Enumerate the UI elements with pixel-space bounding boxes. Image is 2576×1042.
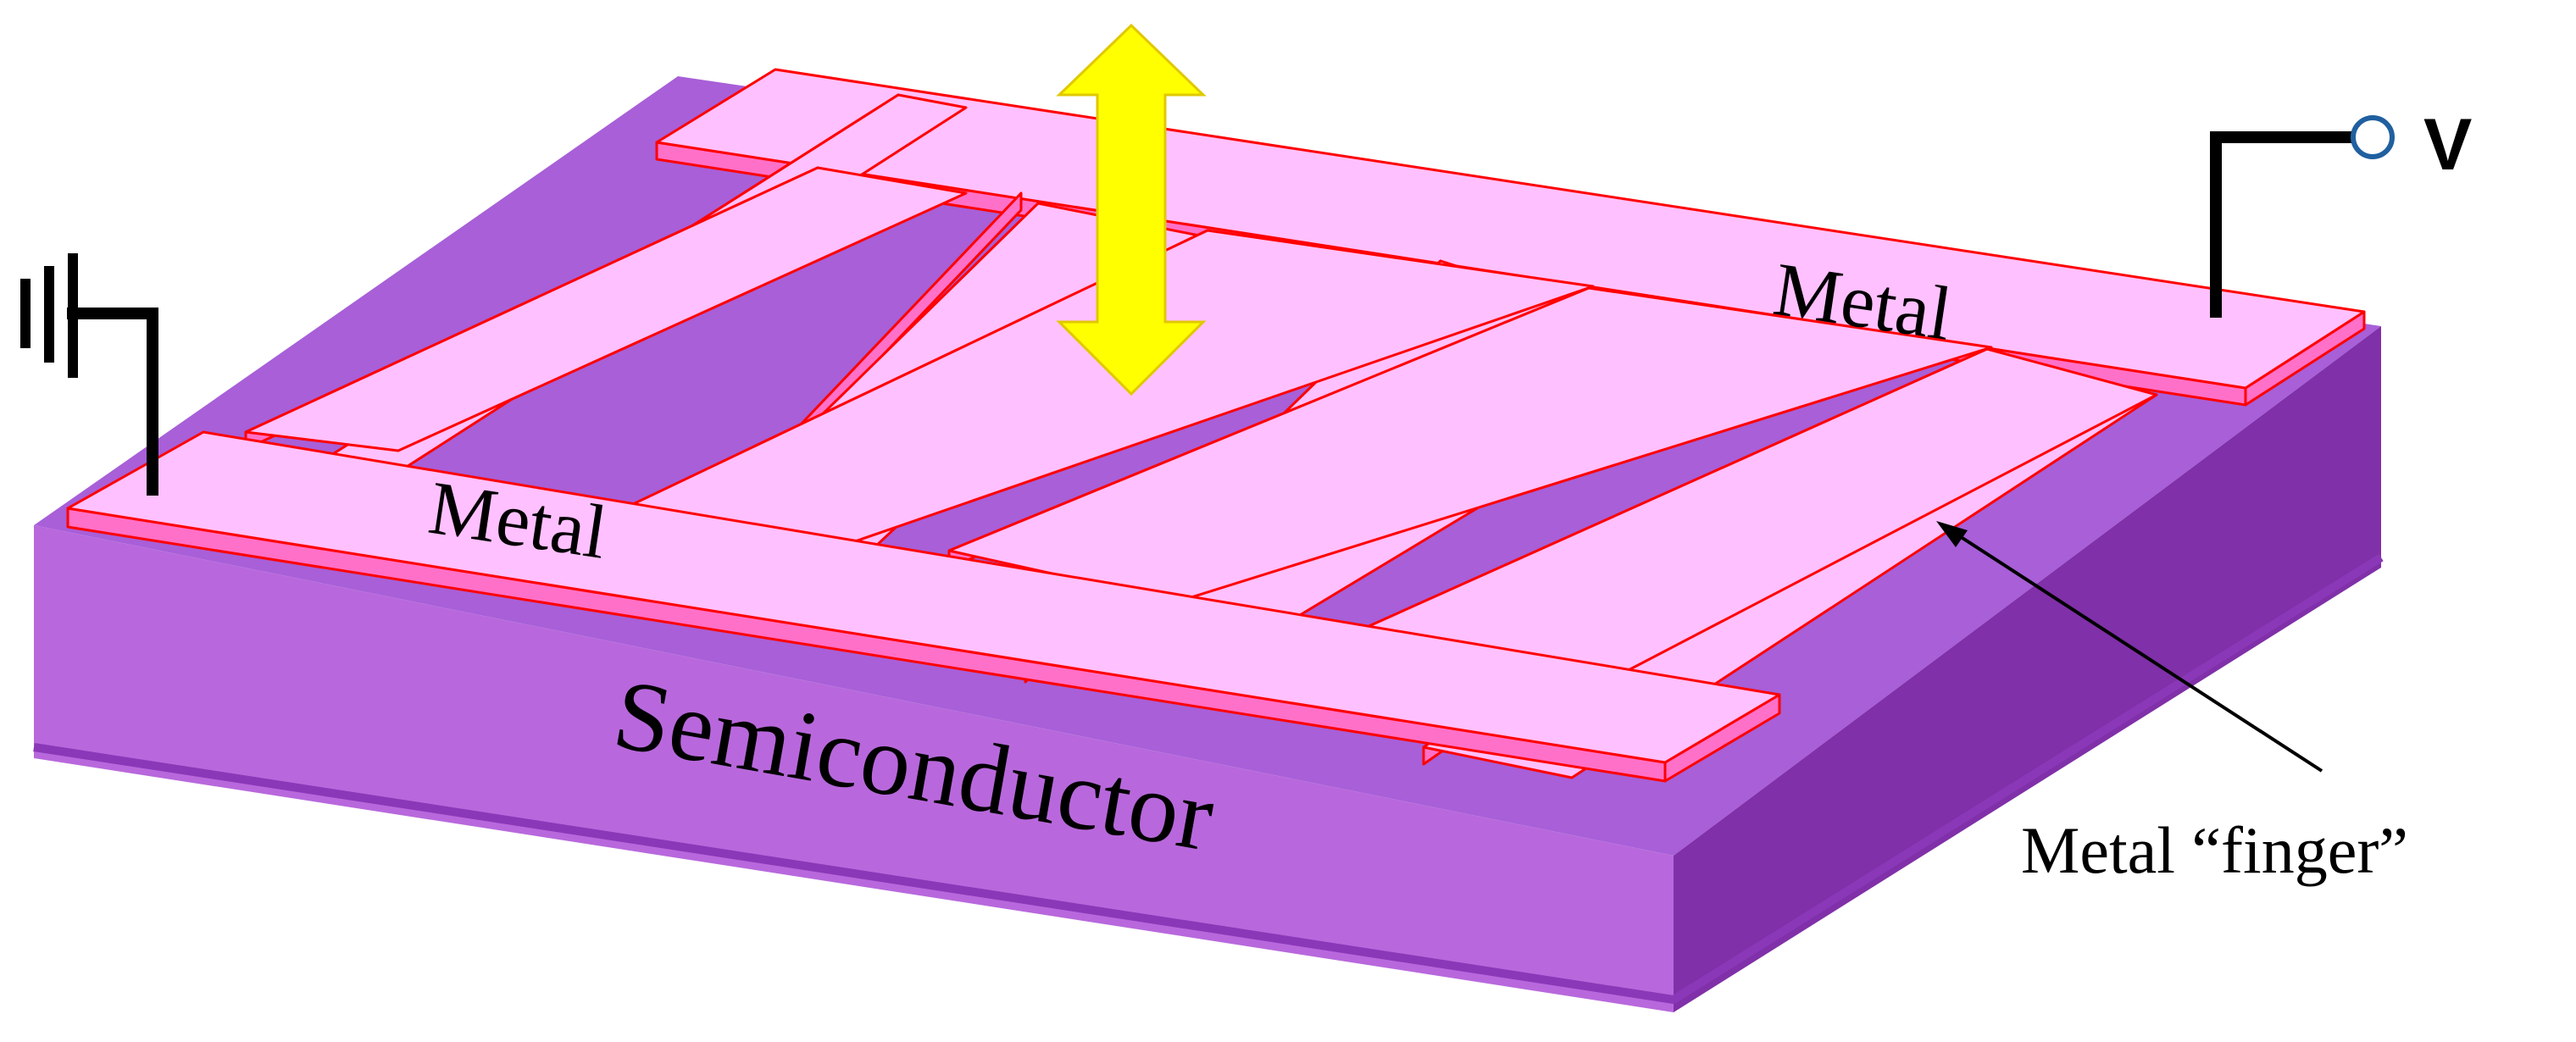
substrate-bottom-edge (33, 553, 2384, 1005)
ground-wire (67, 308, 158, 496)
voltage-wire (2210, 131, 2351, 318)
voltage-terminal (2210, 115, 2395, 318)
light-double-arrow-icon (1056, 23, 1207, 396)
bottom-electrode-fingers (244, 166, 2158, 695)
finger-callout-arrow-icon (1936, 521, 2323, 773)
terminal-circle-icon (2351, 115, 2395, 159)
voltage-label: V (2423, 104, 2472, 186)
substrate-right-face (1674, 326, 2381, 1012)
substrate-front-face (34, 525, 1674, 1012)
ground-icon (20, 253, 158, 496)
finger-callout-label: Metal “finger” (2021, 813, 2408, 887)
